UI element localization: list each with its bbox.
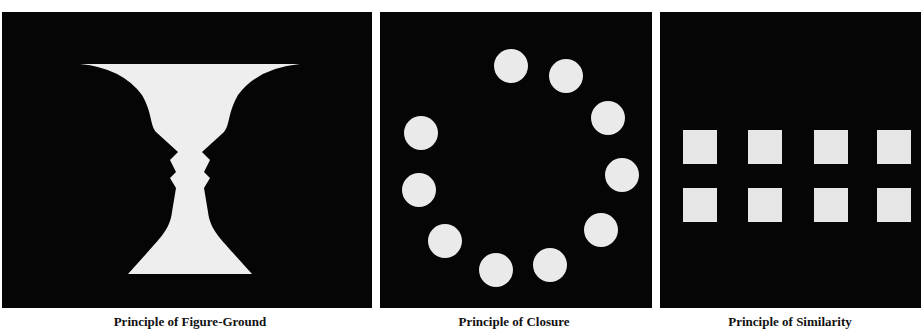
panel (660, 12, 921, 308)
rubin-vase (80, 64, 300, 274)
dot-ring (402, 49, 639, 287)
panel (2, 12, 372, 308)
square-grid (683, 130, 911, 222)
caption: Principle of Figure-Ground (114, 314, 267, 330)
panel (380, 12, 652, 308)
caption: Principle of Similarity (728, 314, 851, 330)
caption: Principle of Closure (459, 314, 570, 330)
